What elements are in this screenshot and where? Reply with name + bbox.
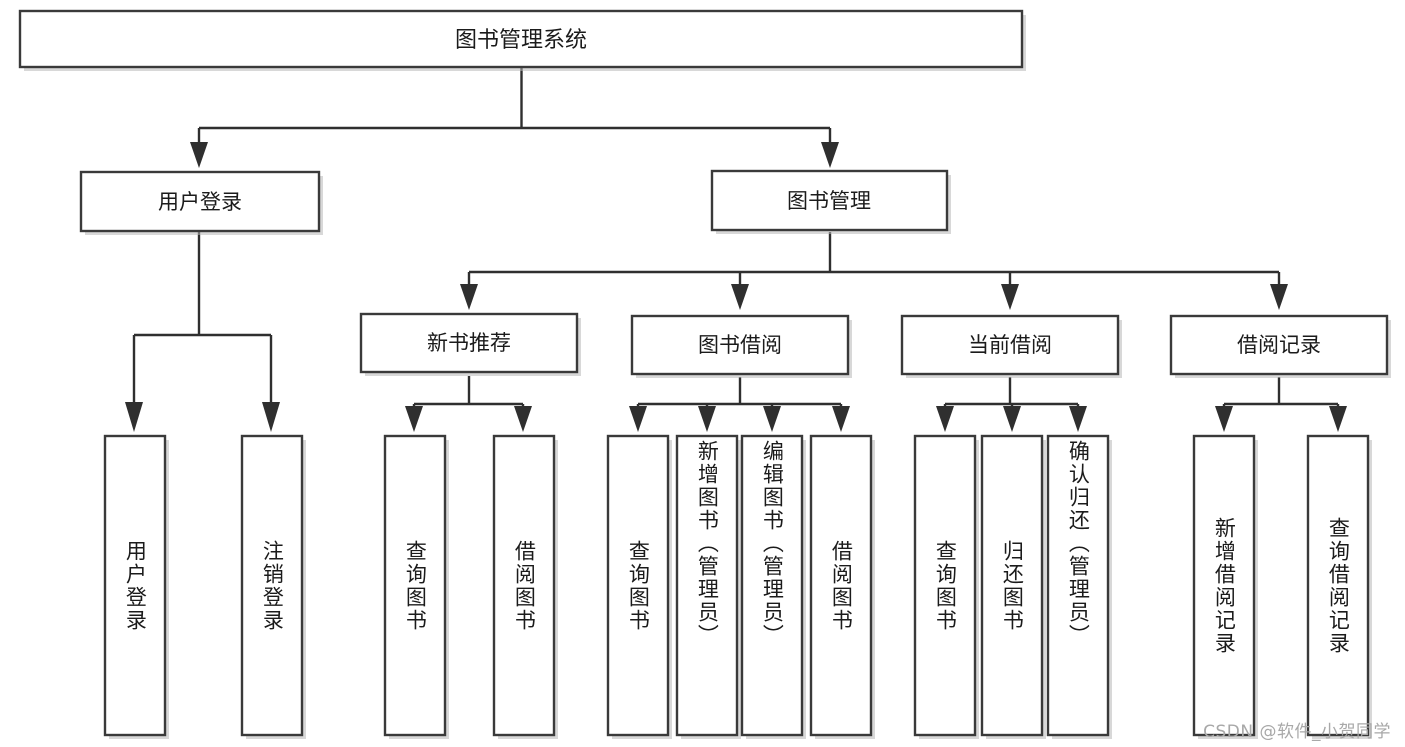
node-user-login-box — [79, 170, 321, 233]
node-user-login[interactable]: 用户登录 — [79, 170, 323, 235]
arrow-to-borrow-record — [1270, 284, 1288, 310]
arrow-to-new-book-recommend — [460, 284, 478, 310]
leaf-query-book-3-box[interactable] — [913, 434, 977, 737]
leaf-logout-box[interactable] — [240, 434, 304, 737]
leaf-user-login-box[interactable] — [103, 434, 167, 737]
connector-group-book-borrow — [629, 377, 850, 432]
node-new-book-recommend[interactable]: 新书推荐 — [359, 312, 581, 376]
node-current-borrow-box — [900, 314, 1120, 376]
arrow-to-book-management — [821, 142, 839, 168]
csdn-watermark: CSDN @软件_小贺同学 — [1203, 722, 1391, 742]
arrow-leaf-borrow-book-2 — [832, 406, 850, 432]
node-root-box — [18, 9, 1024, 69]
node-new-book-recommend-label: 新书推荐 — [427, 331, 511, 355]
arrow-leaf-user-login — [125, 402, 143, 432]
arrow-leaf-query-record — [1329, 406, 1347, 432]
leaf-confirm-return-box[interactable] — [1046, 434, 1110, 737]
connector-group-current-borrow — [936, 377, 1087, 432]
connector-group-new-book-recommend — [405, 376, 532, 432]
leaf-edit-book-box[interactable] — [740, 434, 804, 737]
node-current-borrow-label: 当前借阅 — [968, 333, 1052, 357]
connector-group-book-management — [460, 232, 1288, 310]
leaf-borrow-book-1-box[interactable] — [492, 434, 556, 737]
leaf-add-record-box[interactable] — [1192, 434, 1256, 737]
arrow-leaf-add-book — [698, 406, 716, 432]
leaf-add-book-box[interactable] — [675, 434, 739, 737]
connector-group-root — [190, 68, 839, 168]
node-user-login-label: 用户登录 — [158, 190, 242, 214]
node-book-borrow-box — [630, 314, 850, 376]
arrow-leaf-query-book-1 — [405, 406, 423, 432]
arrow-leaf-edit-book — [763, 406, 781, 432]
node-borrow-record-label: 借阅记录 — [1237, 333, 1321, 357]
arrow-to-book-borrow — [731, 284, 749, 310]
node-book-borrow-label: 图书借阅 — [698, 333, 782, 357]
leaf-borrow-book-2-box[interactable] — [809, 434, 873, 737]
arrow-leaf-query-book-3 — [936, 406, 954, 432]
arrow-leaf-confirm-return — [1069, 406, 1087, 432]
arrow-to-user-login — [190, 142, 208, 168]
arrow-to-current-borrow — [1001, 284, 1019, 310]
arrow-leaf-return-book — [1003, 406, 1021, 432]
arrow-leaf-logout — [262, 402, 280, 432]
leaf-query-book-2-box[interactable] — [606, 434, 670, 737]
arrow-leaf-borrow-book-1 — [514, 406, 532, 432]
leaf-boxes — [103, 434, 1372, 739]
node-new-book-recommend-box — [359, 312, 579, 374]
node-root[interactable]: 图书管理系统 — [18, 9, 1026, 71]
connector-group-user-login — [125, 232, 280, 432]
node-borrow-record[interactable]: 借阅记录 — [1169, 314, 1391, 378]
node-book-management[interactable]: 图书管理 — [710, 169, 951, 234]
arrow-leaf-query-book-2 — [629, 406, 647, 432]
node-root-label: 图书管理系统 — [455, 28, 587, 53]
node-borrow-record-box — [1169, 314, 1389, 376]
connector-group-borrow-record — [1215, 377, 1347, 432]
leaf-query-record-box[interactable] — [1306, 434, 1370, 737]
leaf-return-book-box[interactable] — [980, 434, 1044, 737]
node-book-management-label: 图书管理 — [787, 189, 871, 213]
node-book-borrow[interactable]: 图书借阅 — [630, 314, 852, 378]
node-current-borrow[interactable]: 当前借阅 — [900, 314, 1122, 378]
leaf-query-book-1-box[interactable] — [383, 434, 447, 737]
node-book-management-box — [710, 169, 949, 232]
arrow-leaf-add-record — [1215, 406, 1233, 432]
